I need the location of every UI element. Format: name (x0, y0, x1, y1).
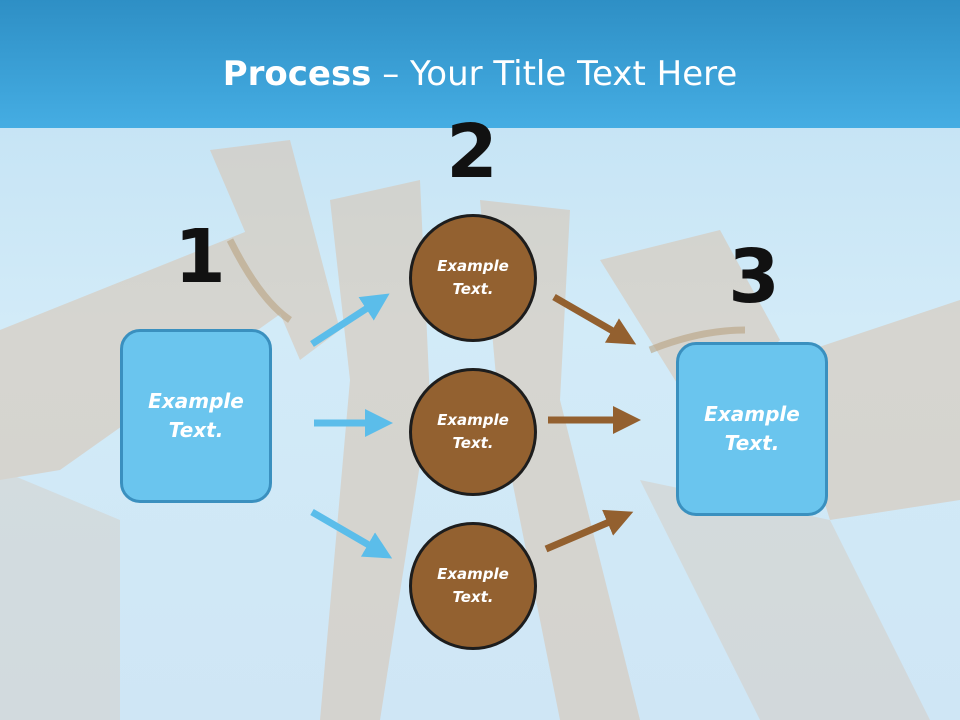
left-box-text: Example Text. (148, 389, 244, 442)
arrow-brown-down (552, 293, 637, 345)
right-box-text: Example Text. (704, 402, 800, 455)
circle-bottom: Example Text. (409, 522, 537, 650)
right-text-box: Example Text. (676, 342, 828, 516)
arrow-blue-up (310, 293, 390, 347)
step-number-3: 3 (728, 234, 780, 320)
left-text-box: Example Text. (120, 329, 272, 503)
title-band (0, 0, 960, 128)
title-rest: – Your Title Text Here (371, 54, 738, 94)
step-number-2: 2 (446, 109, 498, 195)
circle-top: Example Text. (409, 214, 537, 342)
circle-bottom-text: Example Text. (437, 565, 509, 606)
circle-top-text: Example Text. (437, 257, 509, 298)
circle-middle-text: Example Text. (437, 411, 509, 452)
slide-title: Process – Your Title Text Here (0, 52, 960, 96)
arrow-blue-down (310, 508, 393, 559)
arrow-brown-up (544, 509, 634, 553)
title-bold: Process (222, 54, 372, 94)
step-number-1: 1 (174, 214, 226, 300)
circle-middle: Example Text. (409, 368, 537, 496)
